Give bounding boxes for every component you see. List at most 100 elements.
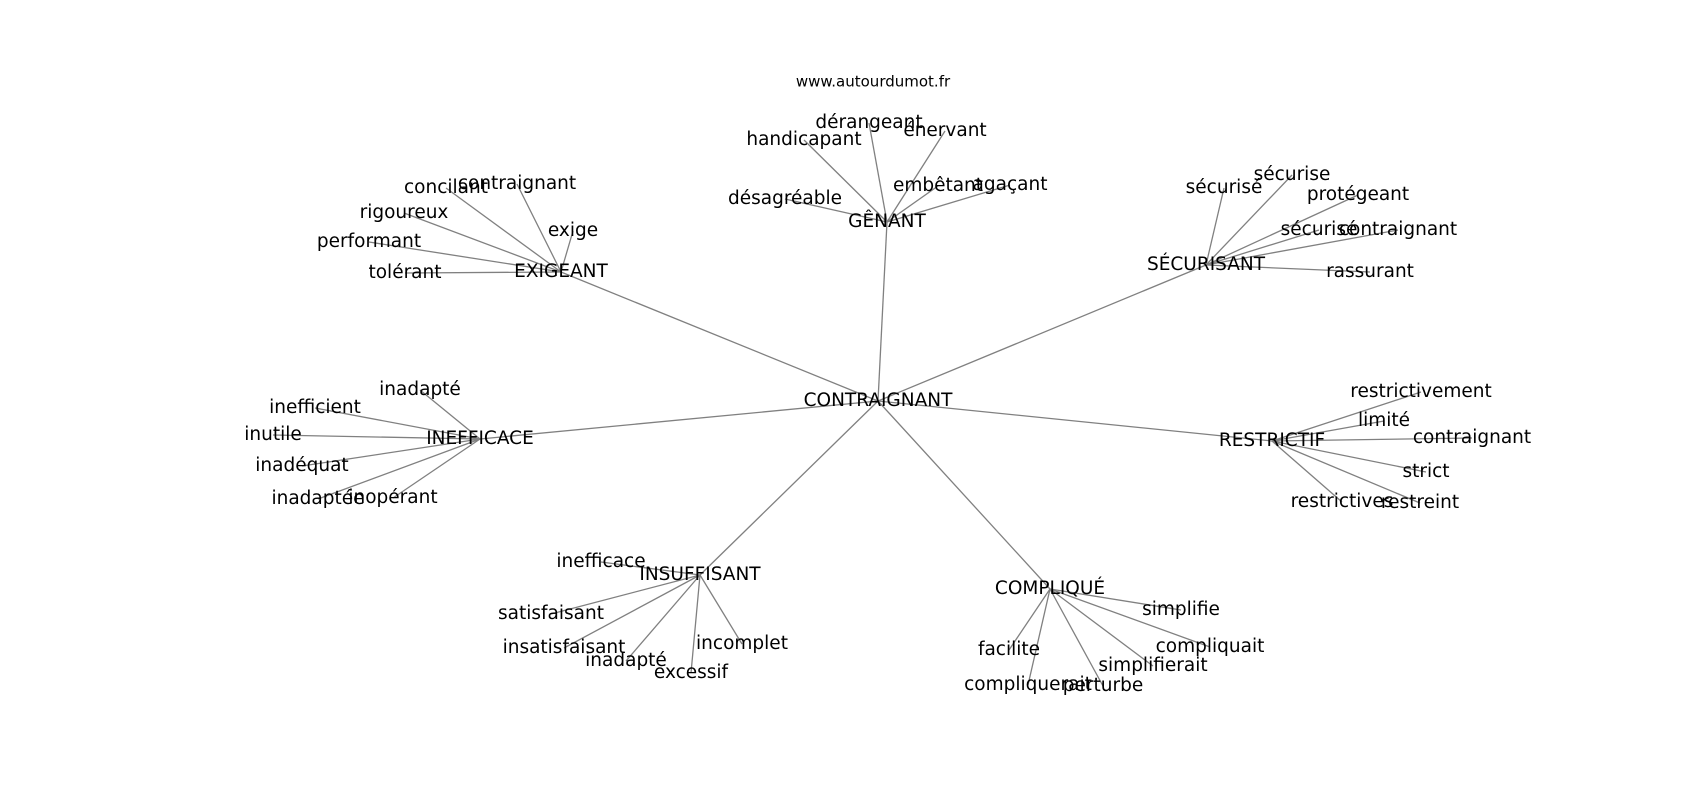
edge-complique-word-4 — [1027, 588, 1051, 686]
edge-genant-word-0 — [868, 122, 888, 223]
cluster-node-restrictif[interactable]: RESTRICTIF — [1219, 430, 1325, 451]
word-node-restrictif-0[interactable]: restrictivement — [1350, 381, 1492, 402]
word-node-restrictif-4[interactable]: restrictives — [1291, 491, 1394, 512]
center-node-label[interactable]: CONTRAIGNANT — [804, 390, 954, 411]
edge-center-genant — [877, 221, 888, 402]
edge-exigeant-word-5 — [404, 271, 562, 274]
word-node-insuffisant-2[interactable]: insatisfaisant — [503, 637, 626, 658]
word-node-complique-3[interactable]: simplifierait — [1098, 655, 1207, 676]
word-node-complique-1[interactable]: compliquait — [1156, 636, 1265, 657]
word-node-genant-0[interactable]: dérangeant — [815, 112, 922, 133]
word-node-exigeant-1[interactable]: contraignant — [458, 173, 576, 194]
edge-insuffisant-word-3 — [625, 574, 701, 662]
word-node-insuffisant-0[interactable]: inefficace — [556, 551, 645, 572]
word-node-insuffisant-1[interactable]: satisfaisant — [498, 603, 604, 624]
word-node-securisant-4[interactable]: contraignant — [1339, 219, 1457, 240]
cluster-node-inefficace[interactable]: INEFFICACE — [426, 428, 534, 449]
edge-center-complique — [877, 400, 1051, 590]
cluster-node-complique[interactable]: COMPLIQUÉ — [995, 577, 1105, 599]
edge-exigeant-word-1 — [516, 183, 562, 273]
word-node-complique-5[interactable]: perturbe — [1063, 675, 1143, 696]
word-node-complique-0[interactable]: simplifie — [1142, 599, 1220, 620]
edge-insuffisant-word-0 — [600, 561, 701, 576]
word-node-exigeant-3[interactable]: exige — [548, 220, 598, 241]
word-node-insuffisant-4[interactable]: excessif — [654, 662, 729, 683]
edge-restrictif-word-2 — [1271, 437, 1473, 442]
word-node-insuffisant-3[interactable]: inadapté — [585, 650, 667, 671]
word-node-exigeant-0[interactable]: concilant — [404, 177, 488, 198]
edge-securisant-word-4 — [1205, 229, 1399, 266]
cluster-node-securisant[interactable]: SÉCURISANT — [1147, 253, 1266, 275]
edge-center-restrictif — [877, 400, 1273, 442]
word-node-restrictif-1[interactable]: limité — [1358, 410, 1410, 431]
word-node-complique-4[interactable]: compliquerait — [964, 674, 1092, 695]
word-node-inefficace-3[interactable]: inadéquat — [255, 455, 348, 476]
edge-exigeant-word-3 — [560, 230, 574, 273]
edge-inefficace-word-0 — [419, 389, 481, 440]
edge-restrictif-word-3 — [1271, 440, 1427, 473]
word-node-genant-3[interactable]: désagréable — [728, 188, 842, 209]
edge-restrictif-word-5 — [1271, 440, 1421, 504]
edge-exigeant-word-2 — [403, 212, 562, 273]
edge-genant-word-2 — [803, 139, 888, 223]
edge-genant-word-1 — [886, 130, 946, 223]
cluster-node-exigeant[interactable]: EXIGEANT — [514, 261, 608, 282]
edge-exigeant-word-4 — [368, 241, 562, 273]
edge-center-exigeant — [560, 271, 879, 402]
word-node-securisant-5[interactable]: rassurant — [1326, 261, 1414, 282]
cluster-node-insuffisant[interactable]: INSUFFISANT — [639, 564, 761, 585]
edge-exigeant-word-0 — [445, 187, 562, 273]
word-node-complique-2[interactable]: facilite — [978, 639, 1040, 660]
word-node-securisant-2[interactable]: protégeant — [1307, 184, 1409, 205]
edge-inefficace-word-3 — [301, 438, 481, 467]
edge-complique-word-3 — [1049, 588, 1154, 667]
edge-complique-word-5 — [1049, 588, 1104, 687]
word-node-inefficace-0[interactable]: inadapté — [379, 379, 461, 400]
edge-restrictif-word-4 — [1271, 440, 1343, 503]
word-node-exigeant-4[interactable]: performant — [317, 231, 421, 252]
edge-restrictif-word-0 — [1271, 391, 1422, 442]
edge-securisant-word-1 — [1205, 174, 1293, 266]
edges-layer — [272, 122, 1473, 687]
edge-genant-word-4 — [886, 185, 939, 223]
edge-genant-word-3 — [784, 198, 888, 223]
word-node-securisant-0[interactable]: sécurisé — [1186, 177, 1263, 198]
word-node-exigeant-5[interactable]: tolérant — [368, 262, 441, 283]
edge-genant-word-5 — [886, 184, 1011, 223]
edge-securisant-word-3 — [1205, 229, 1320, 266]
word-node-inefficace-5[interactable]: inopérant — [348, 487, 437, 508]
edge-complique-word-2 — [1008, 588, 1051, 651]
word-node-genant-5[interactable]: agaçant — [973, 174, 1048, 195]
edge-center-securisant — [877, 264, 1207, 402]
edge-center-inefficace — [479, 400, 879, 440]
edge-insuffisant-word-1 — [550, 574, 701, 615]
word-node-inefficace-2[interactable]: inutile — [244, 424, 302, 445]
edge-center-insuffisant — [699, 400, 879, 576]
edge-securisant-word-5 — [1205, 264, 1371, 273]
word-node-restrictif-2[interactable]: contraignant — [1413, 427, 1531, 448]
edge-insuffisant-word-4 — [690, 574, 701, 674]
word-node-insuffisant-5[interactable]: incomplet — [696, 633, 788, 654]
word-node-genant-1[interactable]: énervant — [903, 120, 986, 141]
edge-inefficace-word-4 — [317, 438, 481, 500]
cluster-node-genant[interactable]: GÊNANT — [848, 210, 926, 232]
edge-insuffisant-word-5 — [699, 574, 743, 645]
edge-insuffisant-word-2 — [563, 574, 701, 649]
edge-complique-word-0 — [1049, 588, 1182, 611]
word-node-exigeant-2[interactable]: rigoureux — [360, 202, 449, 223]
word-node-inefficace-1[interactable]: inefficient — [269, 397, 361, 418]
edge-securisant-word-2 — [1205, 194, 1359, 266]
word-node-inefficace-4[interactable]: inadaptée — [271, 488, 364, 509]
edge-restrictif-word-1 — [1271, 420, 1385, 442]
labels-layer: www.autourdumot.fr CONTRAIGNANT GÊNANT dé… — [244, 73, 1531, 697]
word-node-securisant-1[interactable]: sécurise — [1254, 164, 1331, 185]
word-node-restrictif-5[interactable]: restreint — [1381, 492, 1459, 513]
edge-securisant-word-0 — [1205, 187, 1225, 266]
word-node-genant-2[interactable]: handicapant — [746, 129, 861, 150]
word-node-genant-4[interactable]: embêtant — [893, 175, 983, 196]
word-node-restrictif-3[interactable]: strict — [1402, 461, 1449, 482]
edge-inefficace-word-2 — [272, 434, 481, 440]
word-node-securisant-3[interactable]: sécurisé — [1281, 219, 1358, 240]
source-watermark[interactable]: www.autourdumot.fr — [796, 73, 951, 91]
